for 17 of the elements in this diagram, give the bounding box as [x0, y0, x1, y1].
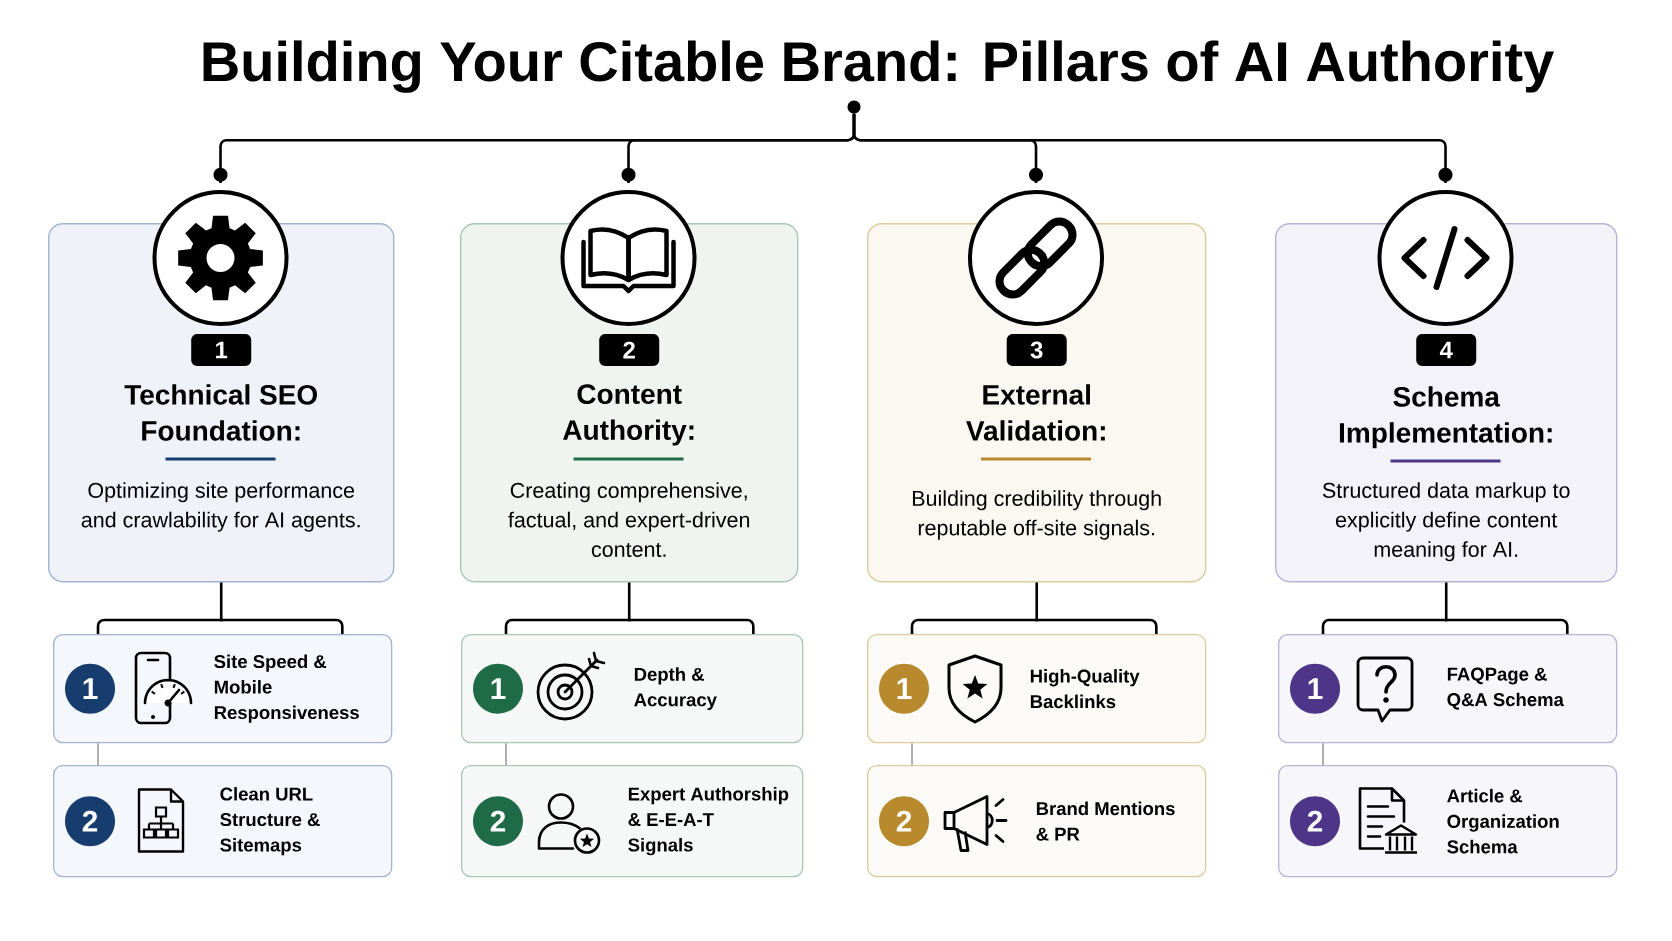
number-badge: 2: [599, 334, 660, 366]
icon-circle: [968, 190, 1104, 326]
title: Building Your Citable Brand: Pillars of AI Authority: [203, 40, 1554, 93]
bracket-connector: [910, 581, 1158, 636]
number-badge: 1: [191, 334, 252, 366]
number-badge: 3: [1006, 334, 1067, 366]
connector-line: [911, 742, 913, 766]
bracket-connector: [1321, 581, 1569, 636]
number-badge: 4: [1416, 334, 1477, 366]
connector-line: [97, 742, 99, 766]
connector-line: [852, 113, 1453, 183]
icon-circle: [560, 190, 697, 326]
bracket-connector: [96, 581, 344, 636]
connector-line: [1322, 742, 1324, 766]
icon-circle: [1377, 190, 1514, 326]
bracket-connector: [504, 581, 755, 636]
connector-line: [505, 742, 507, 766]
